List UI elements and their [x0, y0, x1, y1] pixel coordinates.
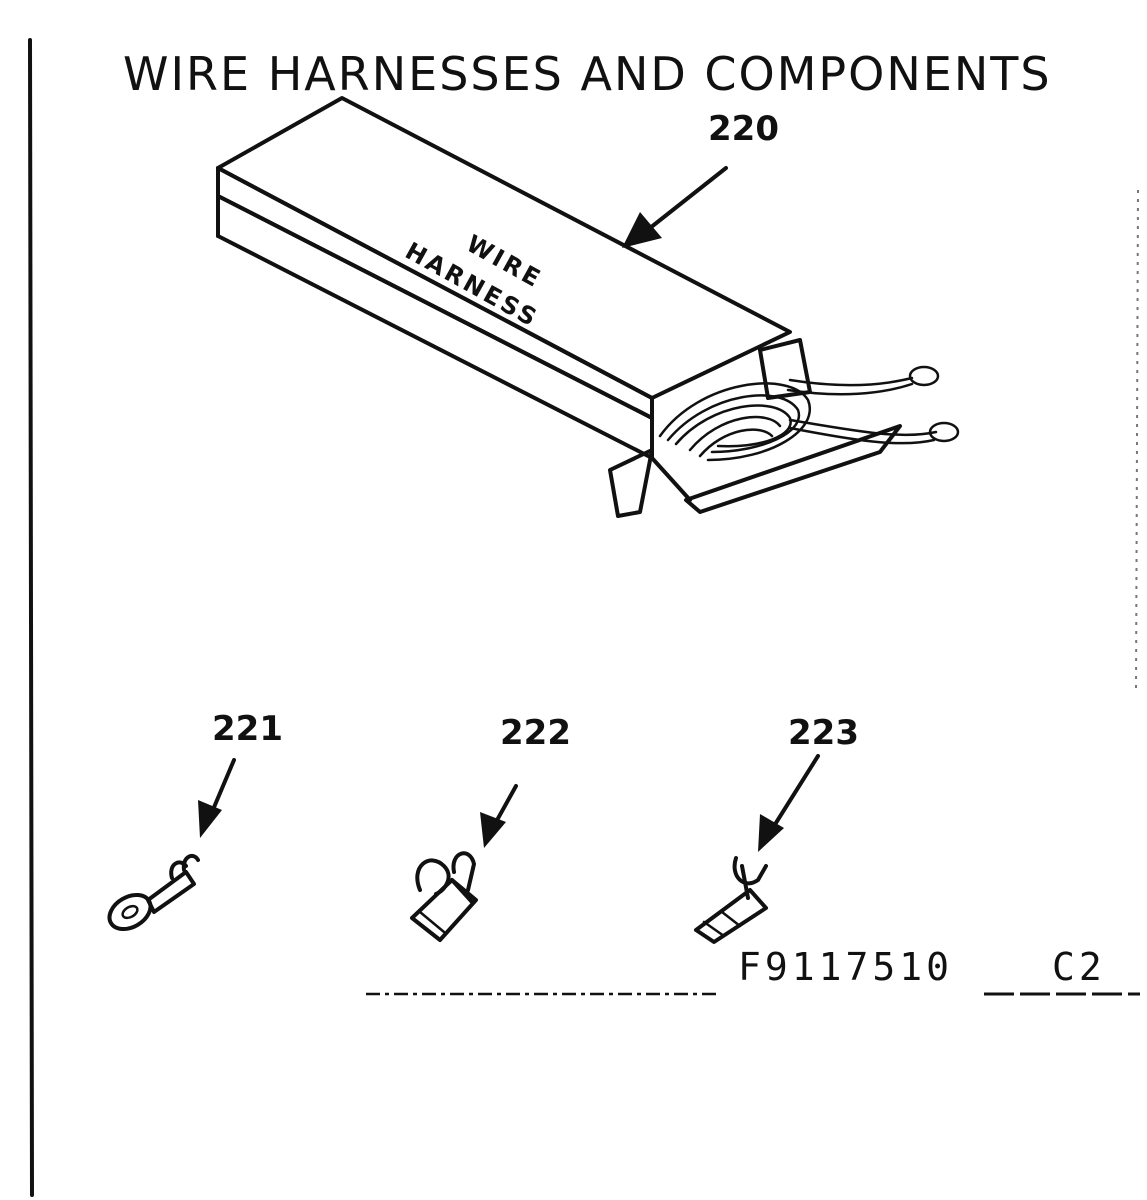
figure-number: F9117510: [738, 945, 953, 989]
callout-222: 222: [500, 713, 571, 753]
callout-223: 223: [788, 713, 859, 753]
callout-221: 221: [212, 709, 283, 749]
wire-harness-box: [216, 96, 902, 518]
scan-edge-right: [1135, 189, 1139, 691]
arrow-221: [198, 758, 236, 838]
diagram-title: WIRE HARNESSES AND COMPONENTS: [123, 47, 1052, 101]
ring-terminal-221: [107, 853, 200, 932]
coiled-wires: [658, 365, 960, 462]
callout-220: 220: [708, 109, 779, 149]
box-label: WIRE HARNESS: [401, 229, 548, 333]
scan-edge-left: [28, 38, 34, 1197]
figure-code: C2: [1052, 945, 1106, 989]
arrow-220: [622, 166, 728, 248]
arrow-222: [480, 784, 518, 848]
flag-terminal-223: [694, 856, 768, 944]
figure-footer: F9117510 C2: [366, 945, 1140, 996]
quick-connect-terminal-222: [410, 851, 478, 942]
arrow-223: [758, 754, 820, 852]
